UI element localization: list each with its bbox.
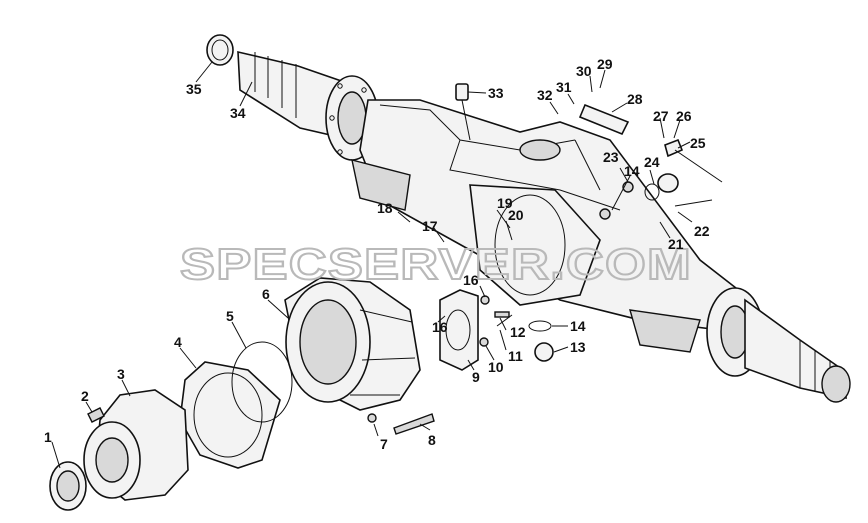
stud-8 — [393, 413, 435, 435]
axle-housing — [237, 50, 851, 403]
callout-34: 34 — [230, 105, 246, 121]
gasket-4 — [179, 361, 281, 469]
callout-2: 2 — [81, 388, 89, 404]
leader-lines — [51, 61, 693, 469]
callout-1: 1 — [44, 429, 52, 445]
callout-17: 17 — [422, 218, 438, 234]
callout-20: 20 — [508, 207, 524, 223]
callout-7: 7 — [380, 436, 388, 452]
callout-11: 11 — [508, 348, 523, 364]
callout-13: 13 — [570, 339, 586, 355]
callout-25: 25 — [690, 135, 706, 151]
callout-5: 5 — [226, 308, 234, 324]
callout-31: 31 — [556, 79, 572, 95]
plug-13 — [534, 342, 554, 362]
differential-carrier-6 — [284, 277, 421, 411]
fitting-24-25 — [644, 138, 723, 207]
callout-30: 30 — [576, 63, 592, 79]
tube-28 — [578, 103, 630, 136]
callout-26: 26 — [676, 108, 692, 124]
callout-16-lower: 16 — [432, 319, 448, 335]
callout-28: 28 — [627, 91, 643, 107]
bolt-2 — [87, 407, 105, 423]
callout-12: 12 — [510, 324, 526, 340]
callout-14-upper: 14 — [624, 163, 640, 179]
seal-ring-35 — [206, 34, 234, 66]
callout-10: 10 — [488, 359, 504, 375]
callout-22: 22 — [694, 223, 710, 239]
callout-14: 14 — [570, 318, 586, 334]
callout-19: 19 — [497, 195, 513, 211]
callout-24: 24 — [644, 154, 660, 170]
callout-16: 16 — [463, 272, 479, 288]
hub-3 — [83, 389, 189, 501]
callout-6: 6 — [262, 286, 270, 302]
callout-labels: 1 2 3 4 5 6 7 8 9 10 11 12 13 14 14 16 1… — [44, 56, 710, 452]
cover-9 — [439, 289, 479, 371]
callout-18: 18 — [377, 200, 393, 216]
callout-21: 21 — [668, 236, 684, 252]
watermark-text: SPECSERVER.COM — [180, 240, 692, 289]
callout-8: 8 — [428, 432, 436, 448]
callout-32: 32 — [537, 87, 553, 103]
callout-4: 4 — [174, 334, 182, 350]
callout-3: 3 — [117, 366, 125, 382]
callout-23: 23 — [603, 149, 619, 165]
callout-9: 9 — [472, 369, 480, 385]
o-ring-5 — [231, 341, 293, 423]
callout-33: 33 — [488, 85, 504, 101]
callout-29: 29 — [597, 56, 613, 72]
callout-27: 27 — [653, 108, 669, 124]
callout-35: 35 — [186, 81, 202, 97]
